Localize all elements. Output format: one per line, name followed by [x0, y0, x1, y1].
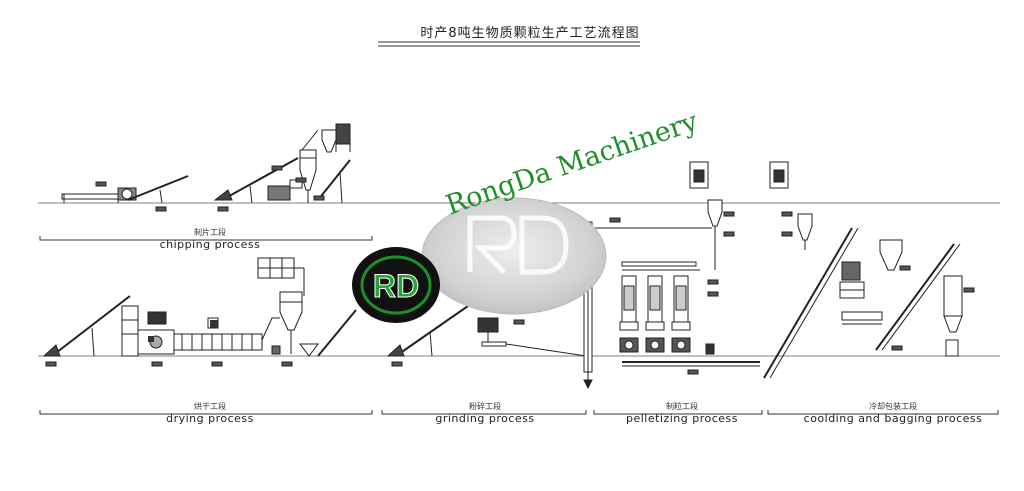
section-cn-label: 冷却包装工段	[869, 402, 917, 411]
section-en-label: chipping process	[159, 238, 261, 251]
title-underline	[378, 41, 640, 47]
section-label-cooling: 冷却包装工段 coolding and bagging process	[800, 402, 986, 426]
watermark-logo-letters: RD	[373, 268, 419, 304]
chipping-equipment	[61, 123, 351, 212]
section-brackets	[39, 236, 999, 415]
section-cn-label: 制片工段	[194, 228, 226, 237]
section-en-label: pelletizing process	[625, 412, 739, 425]
diagram-detail-marks	[148, 320, 218, 342]
section-label-pelletizing: 制粒工段 pelletizing process	[614, 402, 750, 426]
section-label-drying: 烘干工段 drying process	[140, 402, 280, 426]
watermark-logo: RD	[352, 197, 607, 323]
section-label-grinding: 粉碎工段 grinding process	[420, 402, 550, 426]
section-en-label: coolding and bagging process	[803, 412, 983, 425]
cooling-bagging-equipment	[763, 161, 975, 379]
section-cn-label: 烘干工段	[194, 402, 226, 411]
watermark-black-oval	[352, 247, 440, 323]
grinding-equipment	[386, 305, 587, 367]
section-cn-label: 制粒工段	[666, 402, 698, 411]
pelletizing-equipment	[583, 161, 760, 390]
diagram-title: 时产8吨生物质颗粒生产工艺流程图	[420, 26, 640, 41]
drying-equipment	[42, 257, 357, 367]
section-cn-label: 粉碎工段	[469, 402, 501, 411]
watermark-grey-rd-mark	[467, 215, 569, 275]
watermark-green-ring	[360, 255, 432, 315]
section-en-label: drying process	[166, 412, 254, 425]
section-en-label: grinding process	[435, 412, 535, 425]
section-label-chipping: 制片工段 chipping process	[140, 228, 280, 252]
